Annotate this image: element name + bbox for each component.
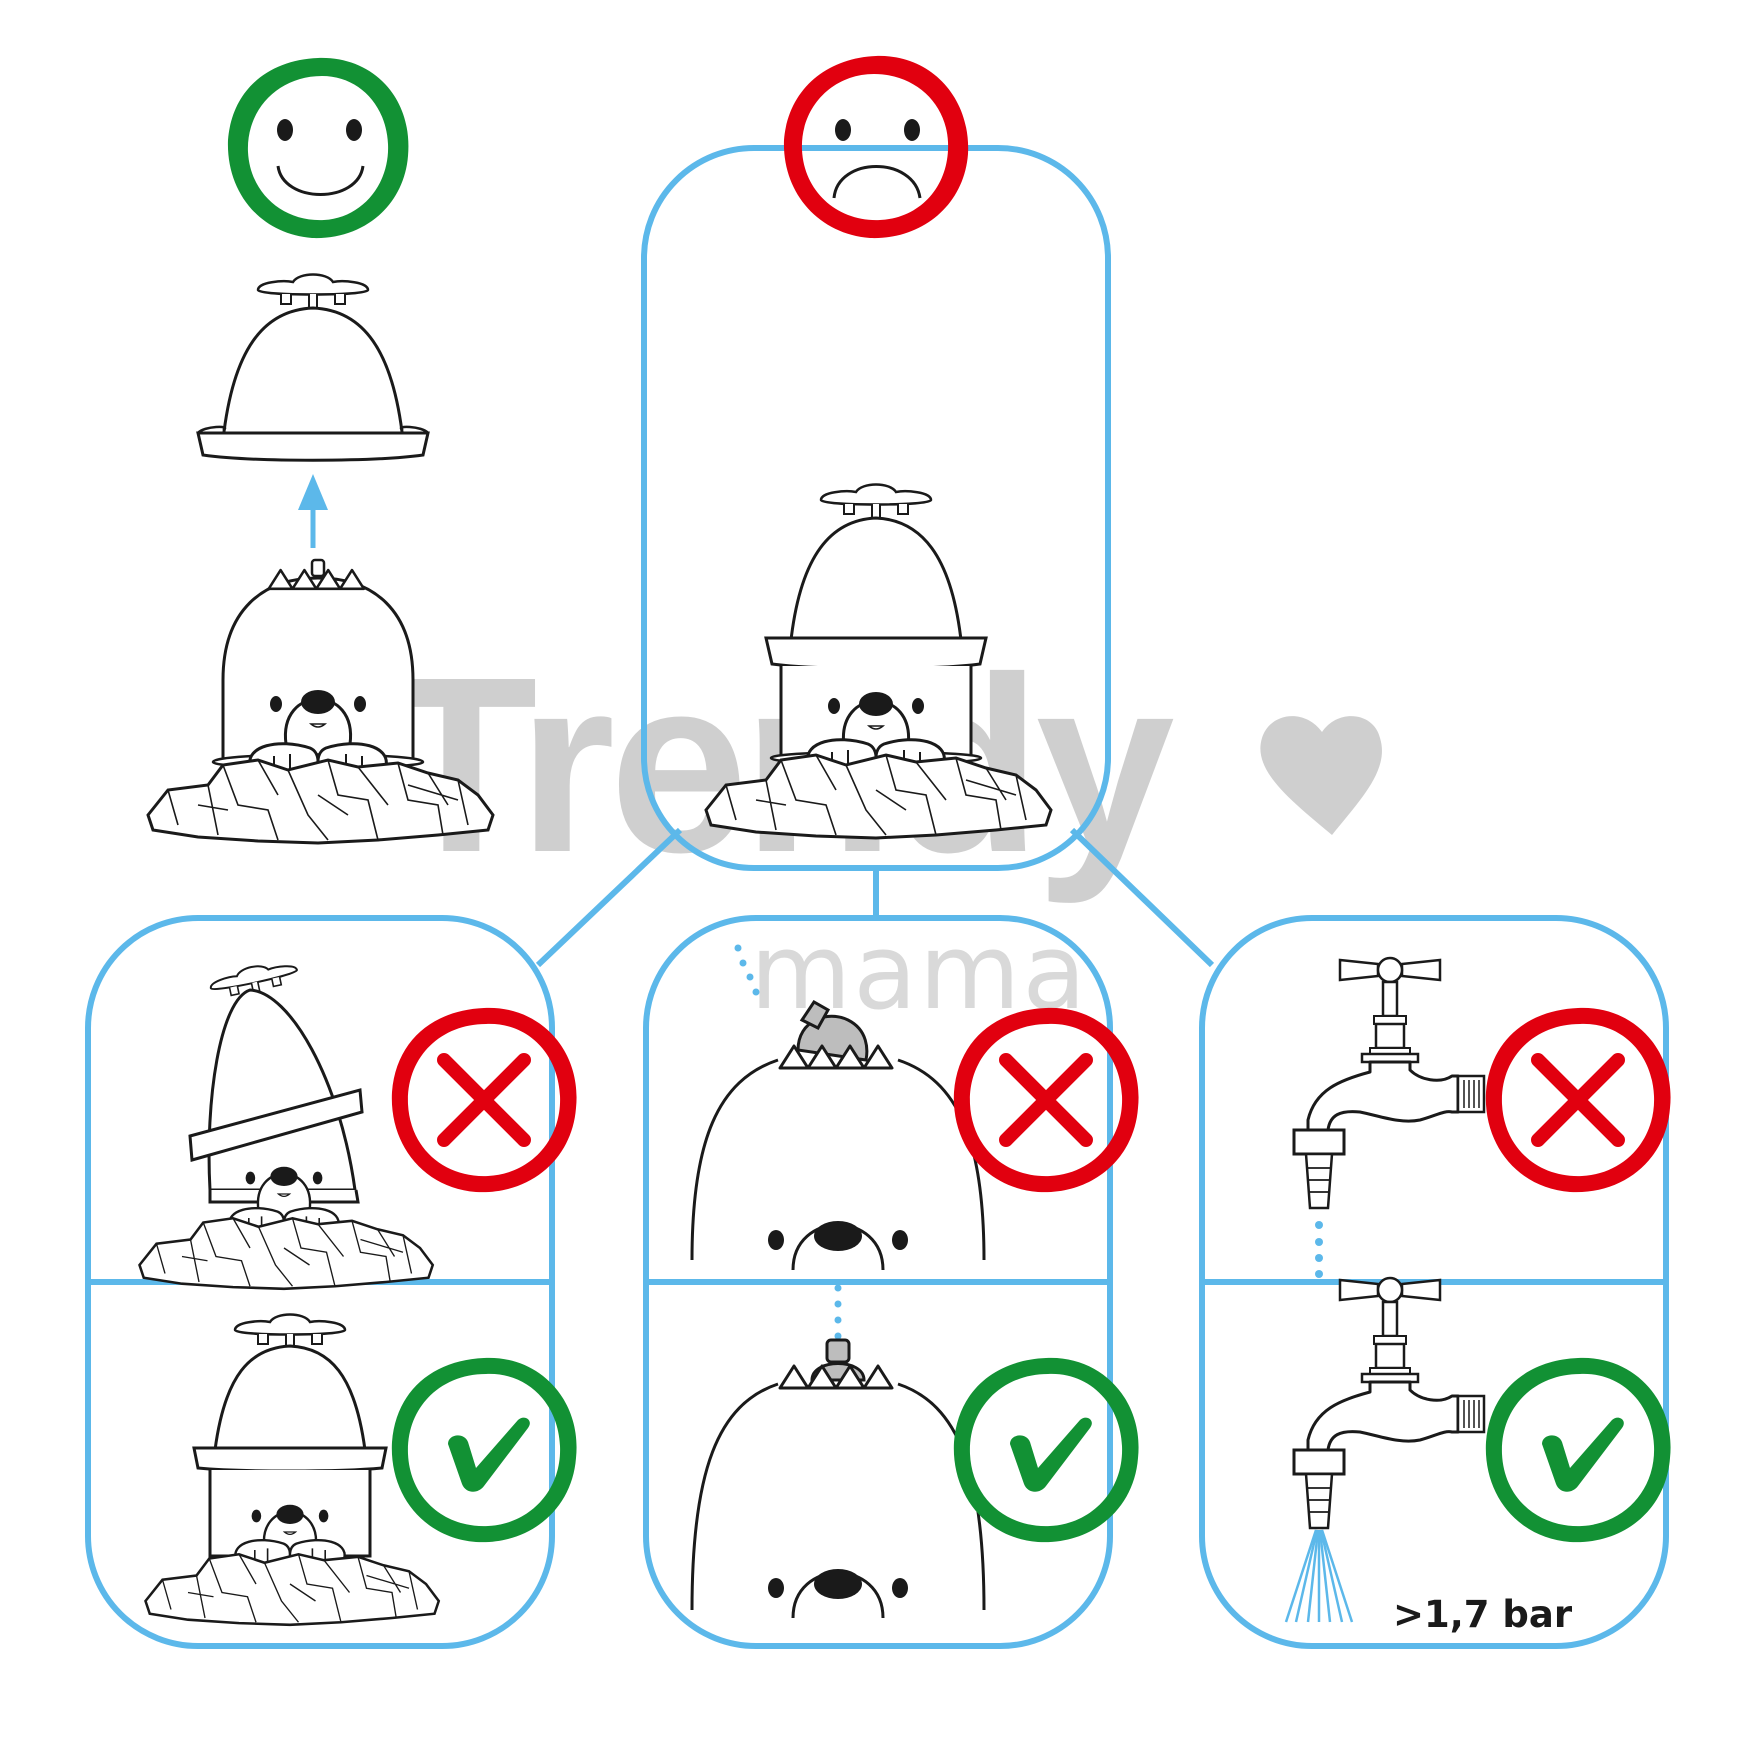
panel-nozzle-position — [643, 915, 1113, 1649]
up-arrow-icon — [298, 474, 328, 548]
happy-face-icon — [227, 57, 409, 239]
check-icon — [1485, 1357, 1671, 1543]
mole-base — [146, 558, 495, 845]
faucet-dripping — [1292, 956, 1486, 1278]
pressure-label: >1,7 bar — [1393, 1593, 1573, 1636]
straight-nozzle — [690, 1284, 986, 1620]
straight-cap-on-mole — [144, 1313, 441, 1627]
watermark-mama: mama — [750, 911, 1089, 1033]
water-spray — [1284, 1529, 1354, 1623]
sad-face-icon — [783, 55, 969, 239]
faucet-spraying — [1284, 1276, 1486, 1623]
connector-lines — [535, 827, 1215, 968]
check-icon — [391, 1357, 577, 1543]
frame-assembled — [641, 145, 1111, 871]
assembled-sprinkler — [704, 483, 1053, 840]
sprinkler-top-cap — [196, 273, 430, 462]
cross-icon — [392, 1008, 577, 1192]
tilted-cap-on-mole — [138, 956, 435, 1291]
watermark-heart-icon — [1260, 716, 1382, 835]
bent-nozzle — [690, 944, 986, 1272]
cross-icon — [1486, 1008, 1671, 1192]
